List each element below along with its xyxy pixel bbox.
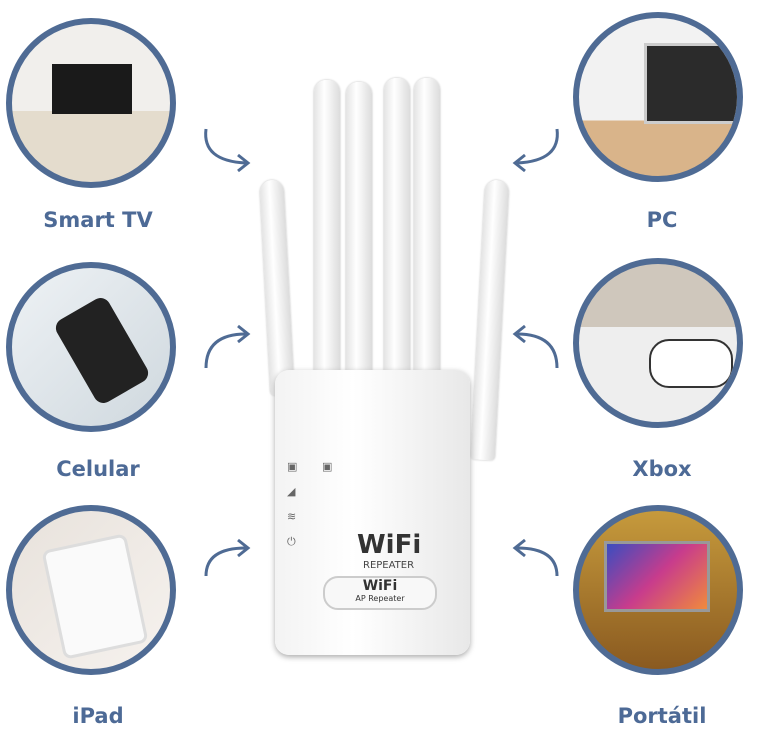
arrow-icon xyxy=(204,324,251,369)
computer-icon xyxy=(644,43,737,124)
smart-tv-image xyxy=(6,18,176,188)
wan-indicator-icon: ▣ xyxy=(322,460,333,473)
pc-label: PC xyxy=(646,208,678,232)
pc-image xyxy=(573,12,743,182)
arrow-icon xyxy=(204,538,251,577)
signal-indicator-icon: ◢ xyxy=(287,485,296,498)
portatil-image xyxy=(573,505,743,675)
tv-icon xyxy=(52,64,132,114)
arrow-icon xyxy=(204,128,251,173)
antenna xyxy=(384,78,410,375)
laptop-icon xyxy=(604,541,710,612)
badge-brand: WiFi xyxy=(362,578,398,594)
arrow-icon xyxy=(512,128,559,173)
portatil-label: Portátil xyxy=(617,704,707,728)
xbox-label: Xbox xyxy=(632,457,692,481)
antenna xyxy=(346,82,372,375)
antenna xyxy=(314,80,340,375)
ipad-image xyxy=(6,505,176,675)
xbox-image xyxy=(573,258,743,428)
ipad-label: iPad xyxy=(72,704,124,728)
power-indicator-icon: ⏻ xyxy=(287,535,296,548)
celular-label: Celular xyxy=(56,457,140,481)
antenna xyxy=(470,179,510,461)
phone-icon xyxy=(52,294,152,407)
badge-subtitle: AP Repeater xyxy=(355,594,405,603)
arrow-icon xyxy=(512,538,559,577)
wifi-indicator-icon: ≋ xyxy=(287,510,297,523)
antenna xyxy=(414,78,440,375)
gamepad-icon xyxy=(649,339,733,388)
smart-tv-label: Smart TV xyxy=(43,208,153,232)
brand-logo: WiFi xyxy=(357,530,422,560)
badge: WiFi AP Repeater xyxy=(323,576,437,610)
arrow-icon xyxy=(512,324,559,369)
brand-subtitle: REPEATER xyxy=(363,560,415,571)
tablet-icon xyxy=(41,533,149,660)
lan-indicator-icon: ▣ xyxy=(287,460,298,473)
antenna xyxy=(259,179,295,396)
wifi-repeater: ▣ ▣ ◢ ≋ ⏻ WiFi REPEATER WiFi AP Repeater xyxy=(275,370,470,655)
celular-image xyxy=(6,262,176,432)
